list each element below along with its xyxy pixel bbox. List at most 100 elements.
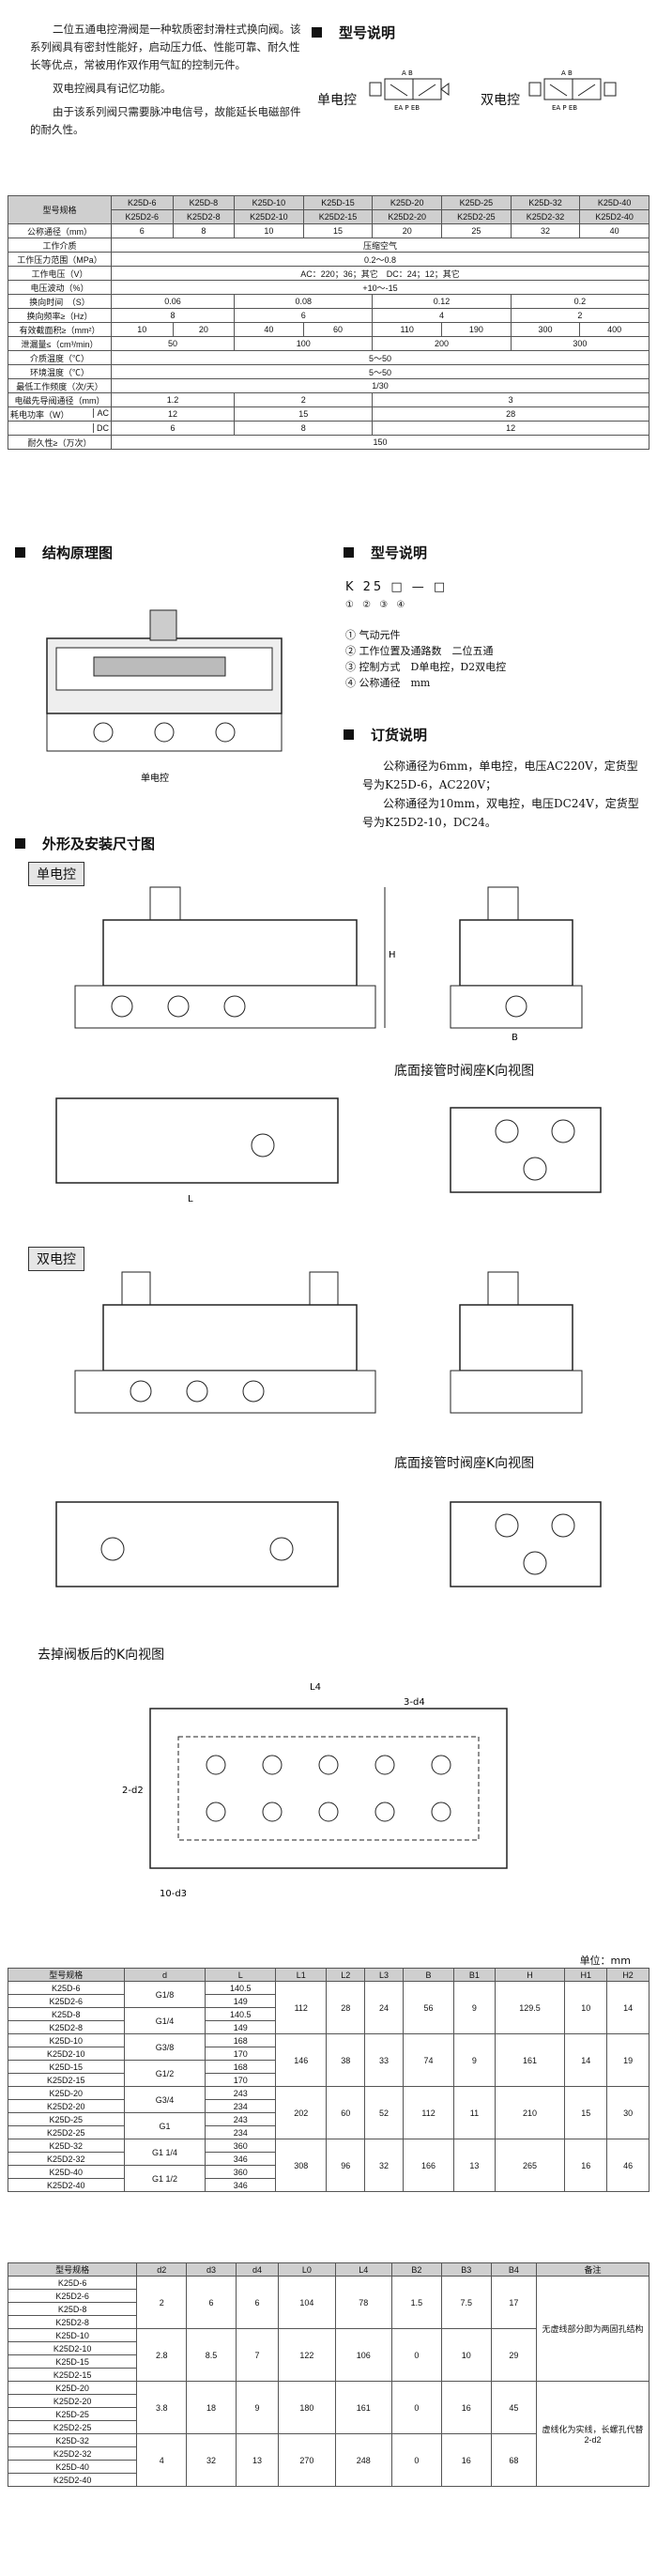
double-side-view [450, 1271, 583, 1414]
spec-row-minfreq: 最低工作频度（次/天）1/30 [8, 378, 649, 393]
model-code-item: ④ 公称通径 mm [345, 677, 431, 689]
table-cell: 161 [334, 2381, 393, 2434]
table-cell: K25D2-8 [7, 2315, 138, 2329]
table-cell: K25D-15 [7, 2354, 138, 2369]
spec-model: K25D2-20 [372, 209, 443, 224]
table-cell: K25D-6 [7, 2276, 138, 2290]
spec-model: K25D-15 [302, 195, 374, 210]
column-header: L [205, 1968, 277, 1982]
table-cell: K25D2-40 [8, 2178, 125, 2192]
double-k-view [450, 1501, 602, 1587]
cell: 6 [110, 421, 236, 436]
table-cell: K25D2-15 [8, 2073, 125, 2087]
table-cell: 2.8 [136, 2328, 188, 2382]
spec-model: K25D-10 [234, 195, 304, 210]
cell: 190 [441, 322, 512, 337]
spec-row-freq: 换向频率≥（Hz） 8 6 4 2 [8, 308, 650, 323]
cell: 60 [302, 322, 374, 337]
table-cell: 168 [205, 2033, 277, 2047]
row-label: 耐久性≥（万次） [8, 435, 112, 450]
dim-label-L: L [188, 1194, 193, 1204]
column-header: B3 [440, 2262, 492, 2277]
table-cell: 10 [440, 2328, 492, 2382]
table-cell: 16 [440, 2381, 492, 2434]
cell: 20 [372, 223, 443, 238]
column-header: d4 [235, 2262, 280, 2277]
double-label: 双电控 [481, 93, 520, 108]
table-cell: 106 [334, 2328, 393, 2382]
spec-row-leak: 泄漏量≤（cm³/min） 50 100 200 300 [8, 336, 650, 351]
svg-text:EA P EB: EA P EB [394, 104, 420, 112]
table-cell: 170 [205, 2047, 277, 2061]
table-cell: 8.5 [186, 2328, 237, 2382]
cell: 15 [234, 406, 374, 422]
table-cell: 11 [453, 2086, 496, 2139]
table-cell: G1 1/2 [123, 2165, 206, 2192]
cell: +10～-15 [111, 280, 649, 295]
structure-title: 结构原理图 [42, 544, 114, 561]
cell: 8 [234, 421, 374, 436]
table-cell: 13 [453, 2139, 496, 2192]
table-cell: 60 [326, 2086, 366, 2139]
table-cell: 45 [490, 2381, 538, 2434]
model-code-item: ③ 控制方式 D单电控，D2双电控 [345, 661, 507, 673]
table-cell: 146 [275, 2033, 328, 2087]
row-label: 最低工作频度（次/天） [8, 378, 112, 393]
cell: 20 [172, 322, 236, 337]
table-cell: 29 [490, 2328, 538, 2382]
cell: 25 [441, 223, 512, 238]
spec-row-pressure: 工作压力范围（MPa）0.2～0.8 [8, 252, 649, 267]
row-label: 换向时间 （S） [8, 294, 112, 309]
column-header: 型号规格 [7, 2262, 138, 2277]
dim-label-H: H [389, 950, 396, 960]
svg-text:A B: A B [402, 69, 413, 77]
cell: 1/30 [111, 378, 649, 393]
table-cell: 346 [205, 2152, 277, 2166]
table-cell: 14 [564, 2033, 608, 2087]
double-valve-symbol: A BEA P EB [528, 69, 617, 112]
unit-label: 单位：mm [579, 1955, 631, 1967]
spec-row-fluct: 电压波动（%）+10～-15 [8, 280, 649, 295]
double-front-view [74, 1271, 376, 1414]
order-heading: 订货说明 [344, 725, 427, 744]
table-cell: K25D-6 [8, 1981, 125, 1995]
table-cell: 140.5 [205, 1981, 277, 1995]
row-label: 泄漏量≤（cm³/min） [8, 336, 112, 351]
model-code-title: 型号说明 [371, 544, 428, 561]
table-cell: K25D2-15 [7, 2368, 138, 2382]
cell: 0.2 [510, 294, 650, 309]
table-cell: 7 [235, 2328, 280, 2382]
model-section-heading: 型号说明 [312, 23, 395, 42]
row-label: 耗电功率（W）AC [8, 406, 112, 422]
table-cell: 149 [205, 1994, 277, 2008]
table-cell: 56 [402, 1981, 455, 2034]
model-code-value: K 25 □ — □ [345, 580, 449, 594]
column-header: 备注 [536, 2262, 649, 2277]
cell: 110 [372, 322, 443, 337]
column-header: L3 [364, 1968, 404, 1982]
table-cell: K25D2-10 [7, 2341, 138, 2355]
cell: 3 [372, 392, 649, 407]
single-valve-symbol: A B EA P EB [369, 69, 450, 112]
ac-label: AC [93, 407, 109, 418]
spec-row-medtemp: 介质温度（℃）5～50 [8, 350, 649, 365]
table-cell: G1 1/4 [123, 2139, 206, 2166]
table-cell: 202 [275, 2086, 328, 2139]
table-cell: 129.5 [494, 1981, 566, 2034]
table-cell: K25D2-40 [7, 2473, 138, 2487]
spec-row-envtemp: 环境温度（℃）5～50 [8, 364, 649, 379]
dim-label-L4: L4 [310, 1682, 321, 1693]
cell: 10 [234, 223, 304, 238]
model-section-title: 型号说明 [339, 24, 396, 41]
table-cell: K25D-20 [7, 2381, 138, 2395]
table-cell: 9 [453, 1981, 496, 2034]
row-label: 电磁先导阀通径（mm） [8, 392, 112, 407]
row-label: 有效截面积≥（mm²） [8, 322, 112, 337]
table-cell: 1.5 [391, 2276, 442, 2329]
table-cell: K25D-10 [8, 2033, 125, 2047]
